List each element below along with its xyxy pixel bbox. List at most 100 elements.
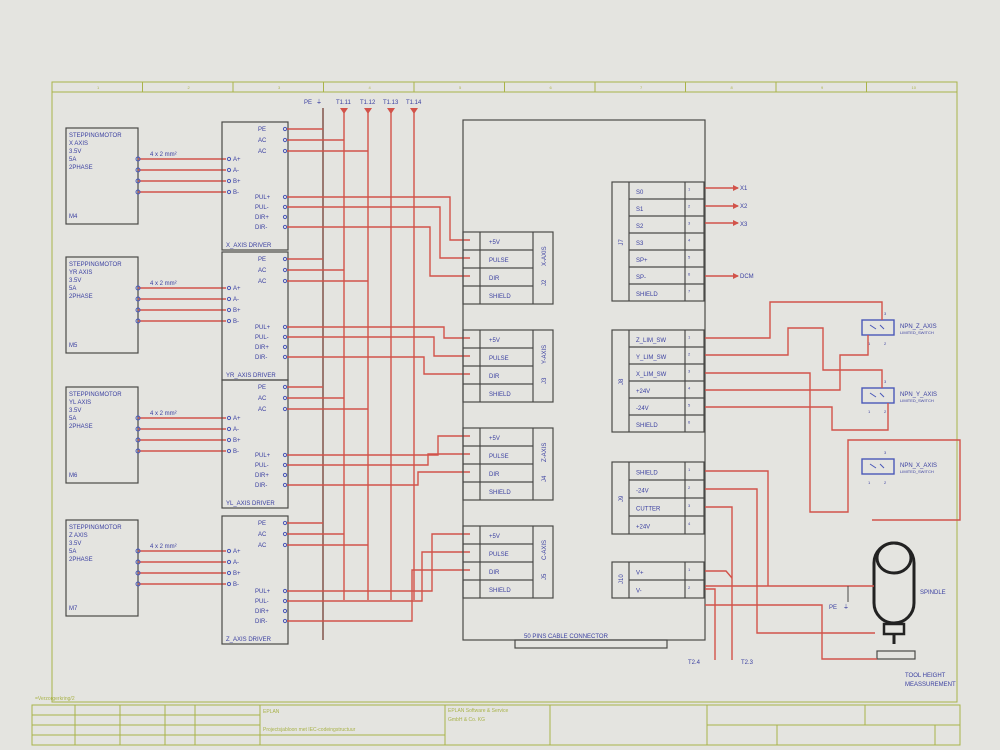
pin-number: 2 (688, 204, 691, 209)
ground-icon: ⏚ (843, 604, 849, 611)
motor-current: 5A (69, 157, 76, 163)
switch-pin-number: 3 (884, 450, 887, 455)
pin-label: +24V (636, 389, 650, 395)
axis-block-name: C-AXIS (542, 540, 548, 560)
driver-motor-pin: B+ (233, 308, 241, 314)
driver-motor-pin: A- (233, 297, 239, 303)
driver-power-pin: PE (258, 127, 266, 133)
motor-axis: YR AXIS (69, 270, 92, 276)
spindle-pe-label: PE (829, 605, 837, 611)
output-t24: T2.4 (688, 660, 701, 666)
column-marker: 5 (459, 85, 462, 90)
arrow-icon (733, 185, 739, 191)
pin-label: SHIELD (636, 471, 658, 477)
dir-wire (287, 471, 470, 486)
pin-number: 5 (688, 403, 691, 408)
switch-pin-number: 3 (884, 379, 887, 384)
motor-axis: X AXIS (69, 141, 88, 147)
cable-spec: 4 x 2 mm² (150, 411, 177, 417)
driver-power-pin: AC (258, 407, 267, 413)
driver-motor-pin: B- (233, 319, 239, 325)
pulse-wire (287, 551, 470, 602)
driver-signal-pin: DIR+ (255, 473, 269, 479)
driver-signal-pin: PUL+ (255, 325, 271, 331)
driver-motor-pin: B+ (233, 438, 241, 444)
column-marker: 4 (369, 85, 372, 90)
driver-motor-pin: A- (233, 168, 239, 174)
axis-pin-label: PULSE (489, 258, 509, 264)
driver-name: X_AXIS DRIVER (226, 243, 272, 249)
pulse-plus-wire (287, 533, 470, 592)
pin-label: -24V (636, 406, 649, 412)
driver-power-pin: AC (258, 149, 267, 155)
axis-pin-label: SHIELD (489, 588, 511, 594)
minus24-wire (705, 470, 769, 586)
axis-pin-label: DIR (489, 570, 500, 576)
motor-voltage: 3.5V (69, 149, 81, 155)
driver-name: Z_AXIS DRIVER (226, 637, 272, 643)
pulse-wire (287, 206, 470, 259)
switch-pin-number: 2 (884, 409, 887, 414)
motor-phase: 2PHASE (69, 424, 93, 430)
switch-pin-number: 3 (884, 311, 887, 316)
pin-label: SHIELD (636, 423, 658, 429)
axis-block-name: Z-AXIS (542, 443, 548, 462)
column-marker: 10 (912, 85, 917, 90)
terminal-label: T1.14 (406, 100, 422, 106)
z-limit-wire (705, 301, 883, 339)
pulse-plus-wire (287, 326, 470, 339)
axis-pin-label: +5V (489, 534, 500, 540)
switch-name: NPN_X_AXIS (900, 463, 937, 469)
column-marker: 3 (278, 85, 281, 90)
driver-motor-pin: A+ (233, 286, 241, 292)
motor-id: M7 (69, 606, 78, 612)
motor-phase: 2PHASE (69, 557, 93, 563)
pin-label: SP- (636, 275, 646, 281)
pulse-plus-wire (287, 196, 470, 241)
pin-label: S1 (636, 207, 644, 213)
output-x3: X3 (740, 222, 748, 228)
pulse-wire (287, 336, 470, 357)
pin-label: X_LIM_SW (636, 372, 667, 378)
motor-axis: Z AXIS (69, 533, 88, 539)
block-id: J7 (619, 239, 625, 246)
pin-number: 1 (688, 467, 691, 472)
driver-motor-pin: A- (233, 560, 239, 566)
axis-pin-label: SHIELD (489, 294, 511, 300)
cutter-wire (705, 488, 875, 634)
switch-pin-number: 1 (868, 480, 871, 485)
driver-motor-pin: A+ (233, 416, 241, 422)
pin-number: 2 (688, 585, 691, 590)
axis-pin-label: SHIELD (489, 392, 511, 398)
axis-pin-label: PULSE (489, 356, 509, 362)
column-marker: 7 (640, 85, 643, 90)
pin-label: SHIELD (636, 292, 658, 298)
company-name: EPLAN (263, 709, 280, 715)
pin-number: 2 (688, 485, 691, 490)
motor-title: STEPPINGMOTOR (69, 525, 122, 531)
block-id: J9 (619, 495, 625, 502)
connector-label: 50 PINS CABLE CONNECTOR (524, 634, 609, 640)
switch-type: LIMITED_SWITCH (900, 469, 934, 474)
pin-label: V+ (636, 571, 644, 577)
driver-power-pin: AC (258, 279, 267, 285)
arrow-icon (733, 220, 739, 226)
driver-signal-pin: PUL- (255, 205, 269, 211)
axis-block-id: J5 (542, 573, 548, 580)
axis-pin-label: +5V (489, 240, 500, 246)
axis-pin-label: SHIELD (489, 490, 511, 496)
tool-height-sensor: TOOL HEIGHT MEASSUREMENT (705, 604, 956, 688)
arrow-icon (733, 273, 739, 279)
driver-signal-pin: DIR- (255, 225, 267, 231)
column-marker: 8 (731, 85, 734, 90)
dir-wire (287, 226, 470, 277)
